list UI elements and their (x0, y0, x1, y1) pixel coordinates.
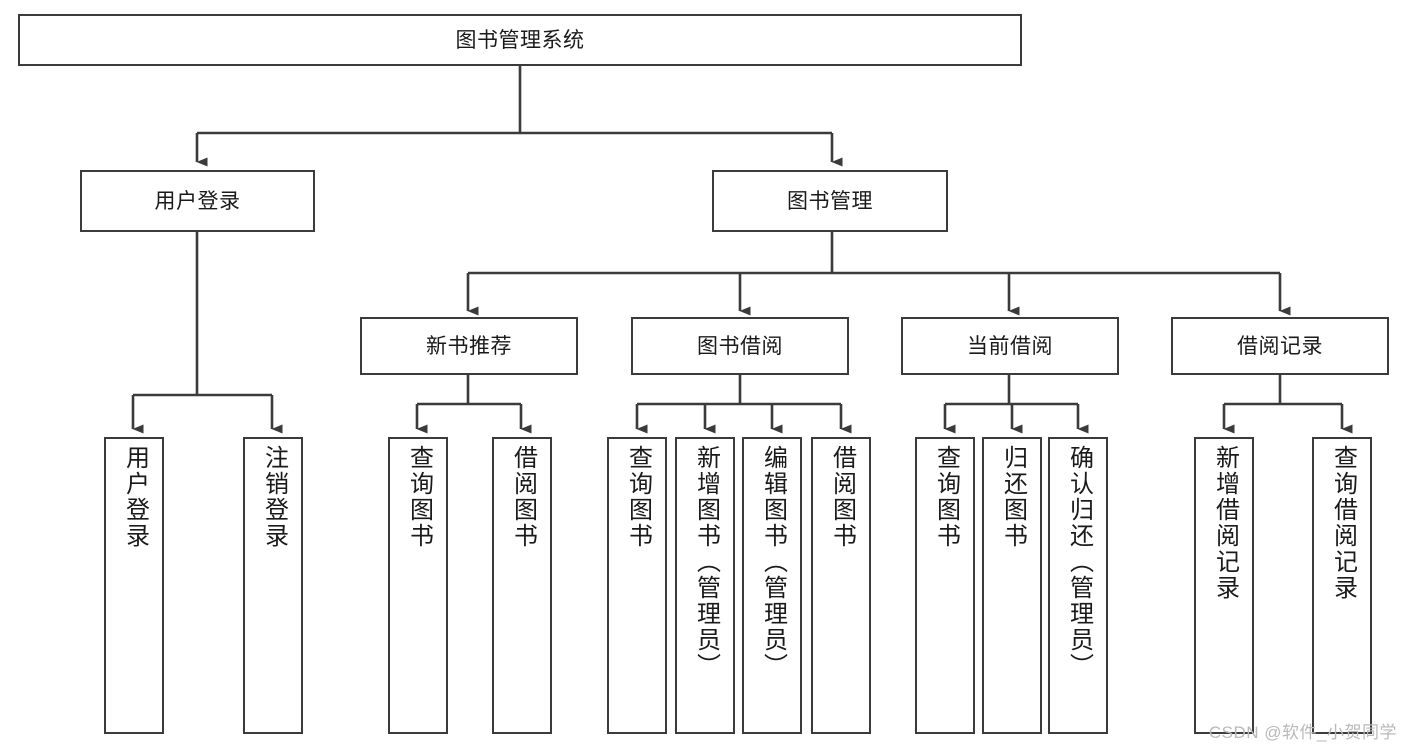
node-root-label: 图书管理系统 (455, 28, 585, 52)
node-book-manage-label: 图书管理 (787, 189, 873, 213)
node-user-login[interactable]: 用户登录 (80, 170, 315, 232)
node-borrow-record[interactable]: 借阅记录 (1171, 317, 1389, 375)
node-leaf-borrow-book-1[interactable]: 借阅图书 (492, 437, 552, 734)
node-leaf-add-record[interactable]: 新增借阅记录 (1194, 437, 1254, 734)
node-leaf-return-book-label: 归还图书 (999, 445, 1027, 549)
node-leaf-query-book-1[interactable]: 查询图书 (388, 437, 448, 734)
node-leaf-query-record[interactable]: 查询借阅记录 (1312, 437, 1372, 734)
node-new-book-rec-label: 新书推荐 (426, 334, 512, 358)
node-root[interactable]: 图书管理系统 (18, 14, 1022, 66)
node-current-borrow-label: 当前借阅 (967, 334, 1053, 358)
node-leaf-query-record-label: 查询借阅记录 (1329, 445, 1357, 601)
node-leaf-logout[interactable]: 注销登录 (243, 437, 303, 734)
node-leaf-add-book-label: 新增图书（管理员） (692, 445, 720, 679)
node-leaf-edit-book-label: 编辑图书（管理员） (759, 445, 787, 679)
node-book-borrow[interactable]: 图书借阅 (631, 317, 849, 375)
node-leaf-borrow-book-2[interactable]: 借阅图书 (811, 437, 871, 734)
node-leaf-user-login-label: 用户登录 (121, 445, 149, 549)
node-leaf-borrow-book-2-label: 借阅图书 (828, 445, 856, 549)
node-leaf-add-book[interactable]: 新增图书（管理员） (675, 437, 735, 734)
node-leaf-query-book-2[interactable]: 查询图书 (607, 437, 667, 734)
node-leaf-return-book[interactable]: 归还图书 (982, 437, 1042, 734)
watermark: CSDN @软件_小贺同学 (1208, 723, 1397, 742)
node-leaf-add-record-label: 新增借阅记录 (1211, 445, 1239, 601)
node-leaf-edit-book[interactable]: 编辑图书（管理员） (742, 437, 802, 734)
node-book-borrow-label: 图书借阅 (697, 334, 783, 358)
node-leaf-query-book-1-label: 查询图书 (405, 445, 433, 549)
node-leaf-user-login[interactable]: 用户登录 (104, 437, 164, 734)
node-leaf-query-book-2-label: 查询图书 (624, 445, 652, 549)
node-leaf-query-book-3-label: 查询图书 (932, 445, 960, 549)
node-leaf-borrow-book-1-label: 借阅图书 (509, 445, 537, 549)
node-leaf-logout-label: 注销登录 (260, 445, 288, 549)
node-leaf-confirm-return[interactable]: 确认归还（管理员） (1048, 437, 1108, 734)
node-leaf-query-book-3[interactable]: 查询图书 (915, 437, 975, 734)
node-book-manage[interactable]: 图书管理 (712, 170, 948, 232)
node-current-borrow[interactable]: 当前借阅 (901, 317, 1119, 375)
node-new-book-rec[interactable]: 新书推荐 (360, 317, 578, 375)
node-borrow-record-label: 借阅记录 (1237, 334, 1323, 358)
node-leaf-confirm-return-label: 确认归还（管理员） (1065, 445, 1093, 679)
node-user-login-label: 用户登录 (154, 189, 241, 213)
